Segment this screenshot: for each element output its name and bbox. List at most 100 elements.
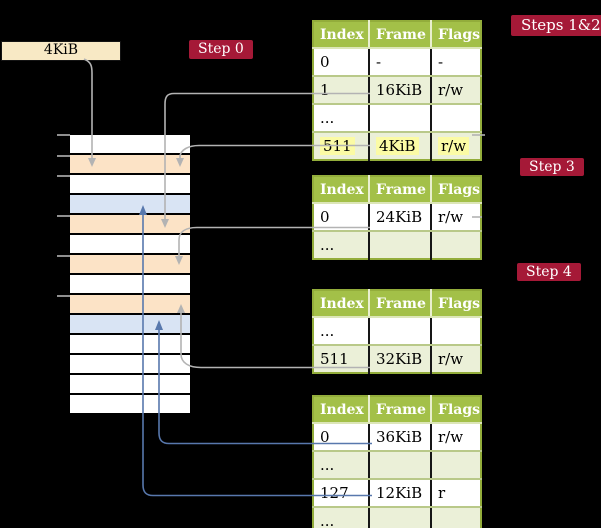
table-row: ...: [313, 507, 481, 528]
memory-tick: [57, 155, 70, 157]
memory-row-7: [70, 275, 190, 295]
badge-step-4: Step 4: [517, 263, 581, 281]
table-cell: r: [431, 479, 481, 508]
column-header: Flags: [431, 176, 481, 204]
highlighted-value: r/w: [438, 137, 470, 155]
table-cell: ...: [313, 451, 370, 480]
column-header: Flags: [431, 396, 481, 424]
frame-size-label: 4KiB: [43, 42, 79, 58]
table-cell: 511: [313, 345, 370, 373]
memory-tick: [57, 175, 70, 177]
memory-row-9: [70, 315, 190, 335]
column-header: Index: [313, 396, 370, 424]
badge-step-0: Step 0: [189, 40, 253, 59]
memory-tick: [57, 215, 70, 217]
badge-step-4-label: Step 4: [526, 264, 572, 280]
highlighted-value: 4KiB: [376, 137, 419, 155]
table-cell: [431, 507, 481, 528]
column-header: Frame: [369, 21, 432, 49]
table-cell: r/w: [431, 423, 481, 452]
table-cell: r/w: [431, 132, 481, 160]
memory-row-8: [70, 295, 190, 315]
memory-row-3: [70, 195, 190, 215]
highlighted-value: 511: [320, 137, 355, 155]
table-cell: r/w: [431, 345, 481, 373]
table-cell: ...: [313, 104, 370, 133]
badge-steps-1-2: Steps 1&2: [511, 15, 601, 36]
table-cell: -: [369, 48, 432, 77]
memory-row-1: [70, 155, 190, 175]
table-cell: [431, 231, 481, 259]
table-cell: [369, 231, 432, 259]
table-cell: 4KiB: [369, 132, 432, 160]
table-cell: ...: [313, 507, 370, 528]
table-cell: 32KiB: [369, 345, 432, 373]
column-header: Flags: [431, 21, 481, 49]
table-cell: [431, 317, 481, 346]
memory-tick: [57, 134, 70, 136]
table-cell: 16KiB: [369, 76, 432, 105]
table-cell: 12KiB: [369, 479, 432, 508]
table-cell: [369, 507, 432, 528]
table-cell: 24KiB: [369, 203, 432, 232]
memory-row-4: [70, 215, 190, 235]
table-row: ...: [313, 104, 481, 133]
table-row: ...: [313, 231, 481, 259]
memory-row-2: [70, 175, 190, 195]
frame-size-callout: 4KiB: [1, 41, 121, 61]
table-cell: [431, 104, 481, 133]
column-header: Frame: [369, 290, 432, 318]
column-header: Frame: [369, 396, 432, 424]
table-cell: 511: [313, 132, 370, 160]
table-cell: [369, 317, 432, 346]
table-cell: ...: [313, 231, 370, 259]
table-row: 0--: [313, 48, 481, 77]
memory-row-12: [70, 375, 190, 395]
table-cell: ...: [313, 317, 370, 346]
table-cell: 0: [313, 423, 370, 452]
table-row: 511 4KiB r/w: [313, 132, 481, 160]
table-cell: r/w: [431, 203, 481, 232]
column-header: Index: [313, 176, 370, 204]
column-header: Flags: [431, 290, 481, 318]
memory-stack: [70, 135, 190, 415]
memory-row-6: [70, 255, 190, 275]
table-cell: 127: [313, 479, 370, 508]
table-cell: [431, 451, 481, 480]
table-cell: 1: [313, 76, 370, 105]
badge-step-3: Step 3: [520, 158, 584, 176]
memory-row-10: [70, 335, 190, 355]
badge-steps-1-2-label: Steps 1&2: [521, 16, 601, 34]
table-cell: -: [431, 48, 481, 77]
memory-row-11: [70, 355, 190, 375]
memory-tick: [57, 255, 70, 257]
column-header: Index: [313, 21, 370, 49]
memory-row-5: [70, 235, 190, 255]
table-cell: 0: [313, 203, 370, 232]
table-cell: r/w: [431, 76, 481, 105]
memory-tick: [57, 295, 70, 297]
table-row: ...: [313, 317, 481, 346]
table-cell: 0: [313, 48, 370, 77]
memory-row-0: [70, 135, 190, 155]
badge-step-3-label: Step 3: [529, 159, 575, 175]
table-cell: [369, 451, 432, 480]
table-row: ...: [313, 451, 481, 480]
badge-step-0-label: Step 0: [198, 41, 244, 57]
table-cell: [369, 104, 432, 133]
table-cell: 36KiB: [369, 423, 432, 452]
